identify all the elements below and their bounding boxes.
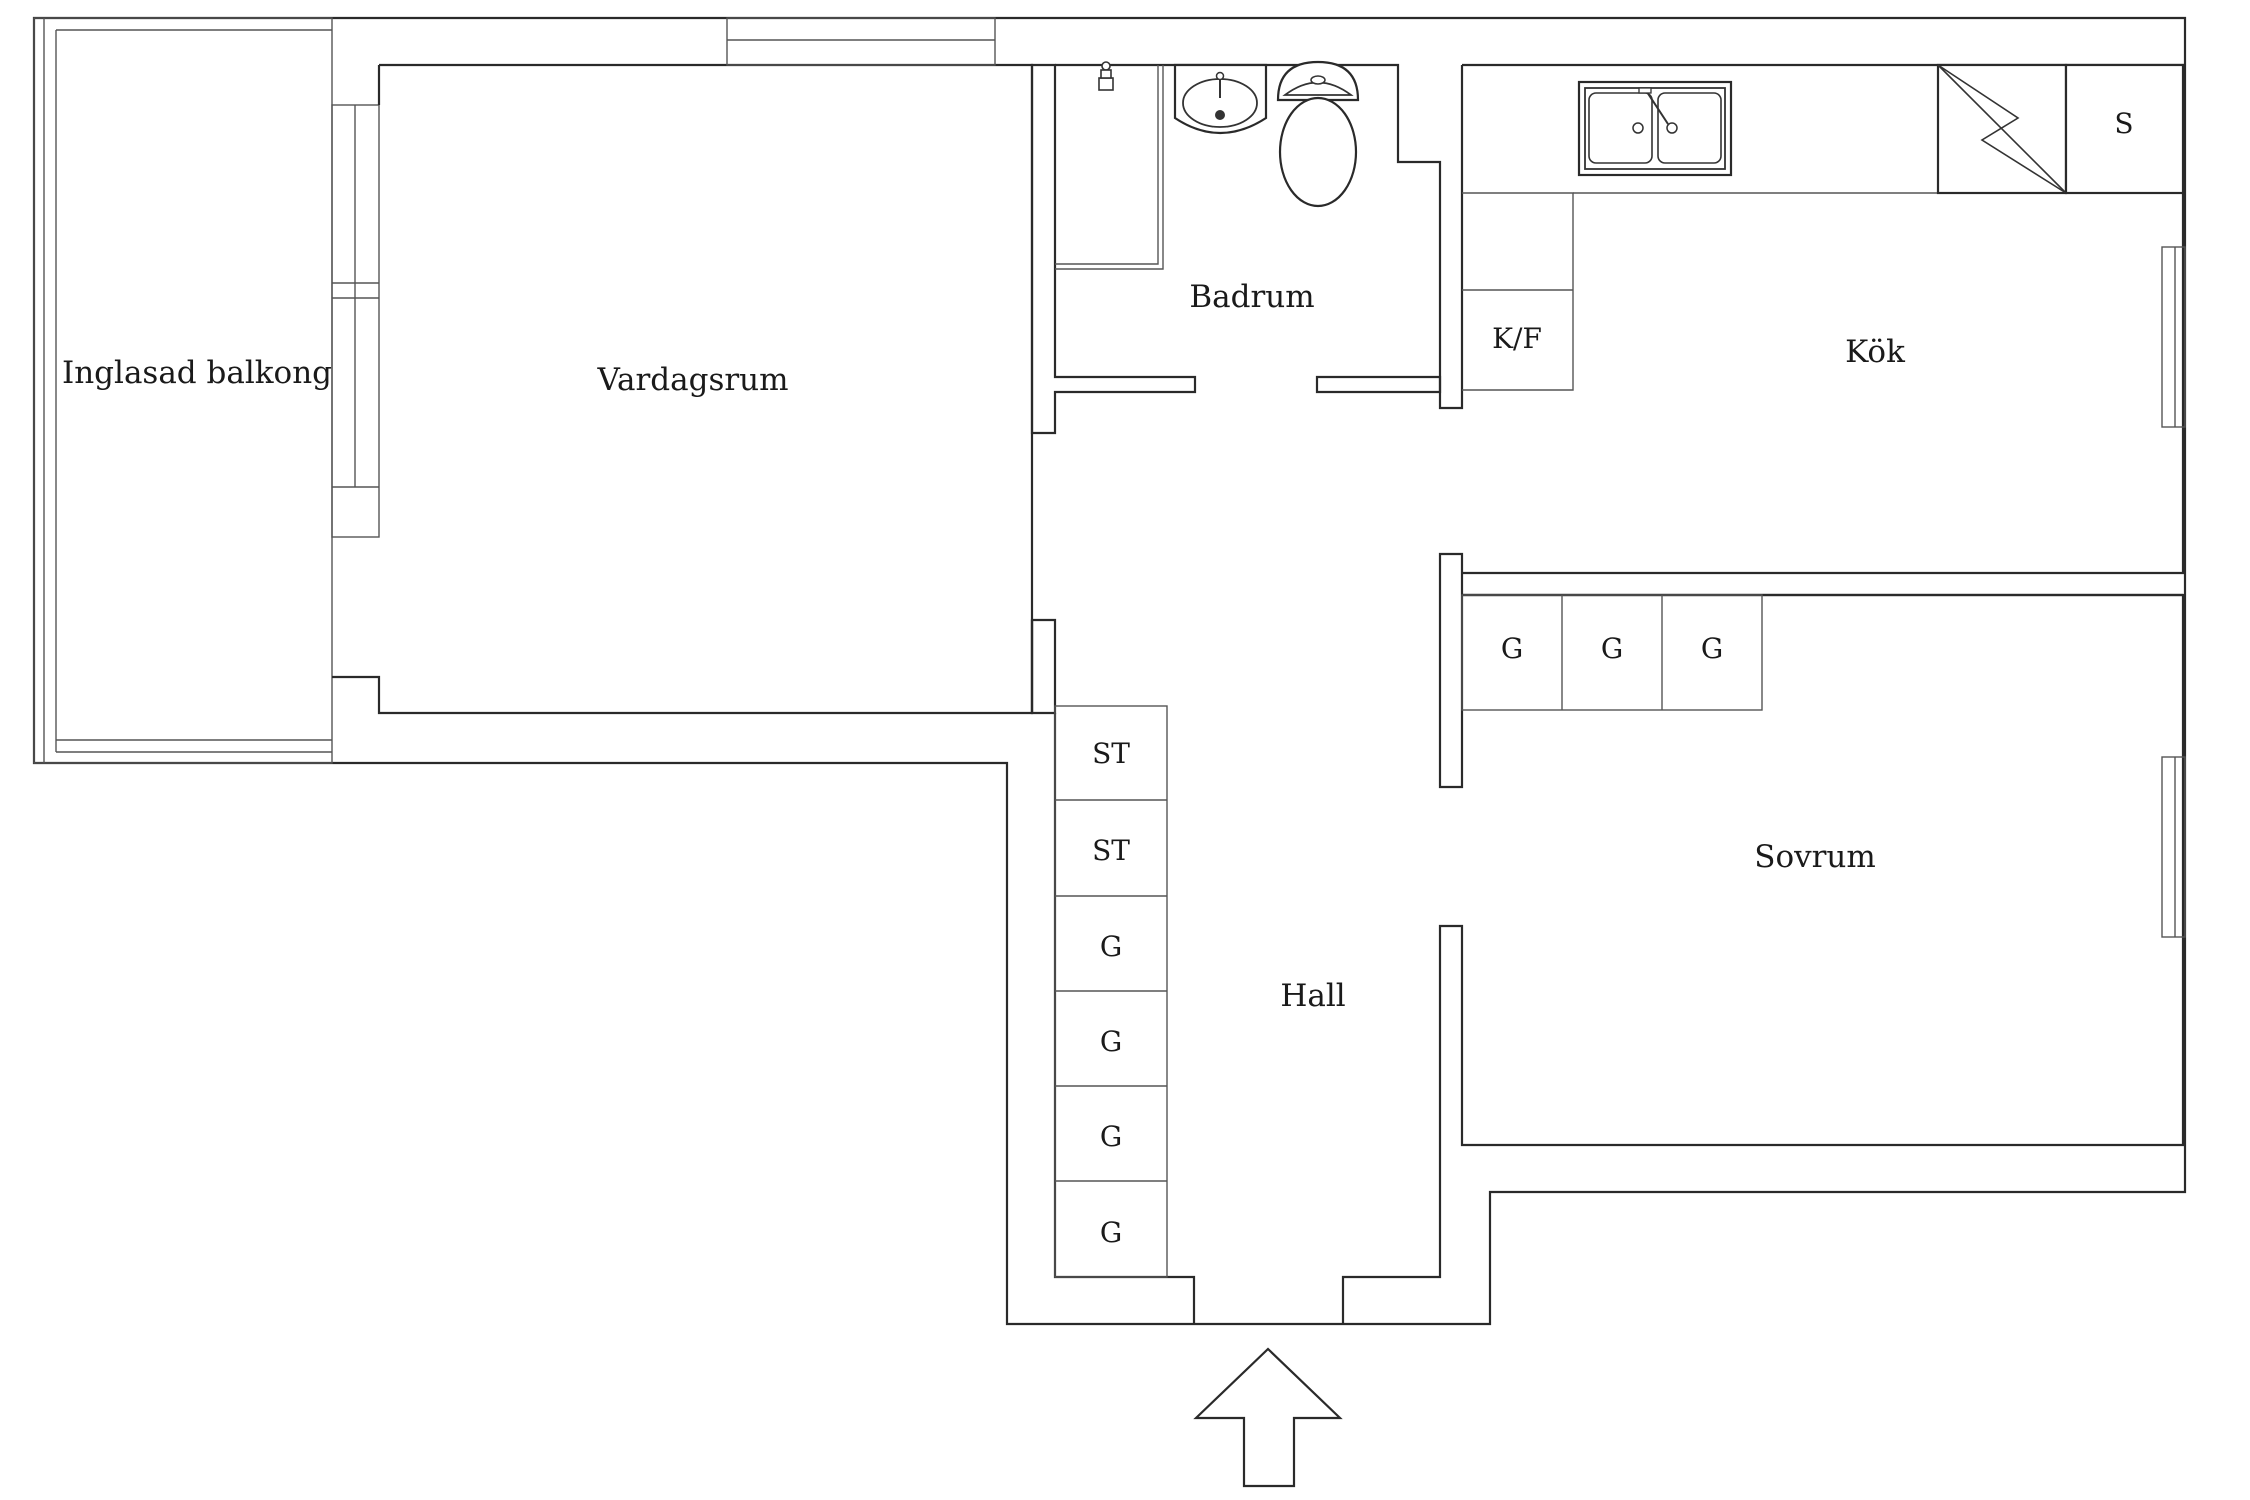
hall-closet-label: ST xyxy=(1092,834,1130,867)
toilet-icon xyxy=(1276,60,1360,208)
room-label-balcony: Inglasad balkong xyxy=(62,355,332,391)
bedroom-closet-label: G xyxy=(1701,632,1723,665)
hall-closet-label: G xyxy=(1100,1025,1122,1058)
bedroom-closet-label: G xyxy=(1601,632,1623,665)
fridge-freezer-label: K/F xyxy=(1492,322,1542,355)
room-label-bathroom: Badrum xyxy=(1189,279,1314,315)
hall-closet-label: ST xyxy=(1092,737,1130,770)
bathroom xyxy=(1055,60,1464,410)
balcony xyxy=(33,17,380,764)
bedroom-window xyxy=(2161,756,2186,938)
kitchen-window xyxy=(2161,246,2186,428)
room-label-hall: Hall xyxy=(1280,978,1345,1014)
kitchen-sink-icon xyxy=(1577,80,1733,177)
shower-head-icon xyxy=(1098,61,1114,91)
stove-label: S xyxy=(2114,107,2133,140)
stove xyxy=(2064,63,2185,195)
hall-closet-label: G xyxy=(1100,930,1122,963)
room-label-living: Vardagsrum xyxy=(596,362,788,398)
electric-appliance-icon xyxy=(1936,63,2068,195)
kitchen xyxy=(1462,63,2186,597)
sink-icon xyxy=(1173,63,1268,134)
hall xyxy=(1030,620,1196,1324)
hall-closet-label: G xyxy=(1100,1216,1122,1249)
hall-closet-label: G xyxy=(1100,1120,1122,1153)
living-window xyxy=(726,17,996,66)
bedroom xyxy=(1341,552,2186,1324)
bedroom-closet-label: G xyxy=(1501,632,1523,665)
entrance-arrow-icon xyxy=(1193,1347,1343,1488)
room-label-kitchen: Kök xyxy=(1845,334,1905,370)
room-label-bedroom: Sovrum xyxy=(1754,839,1876,875)
